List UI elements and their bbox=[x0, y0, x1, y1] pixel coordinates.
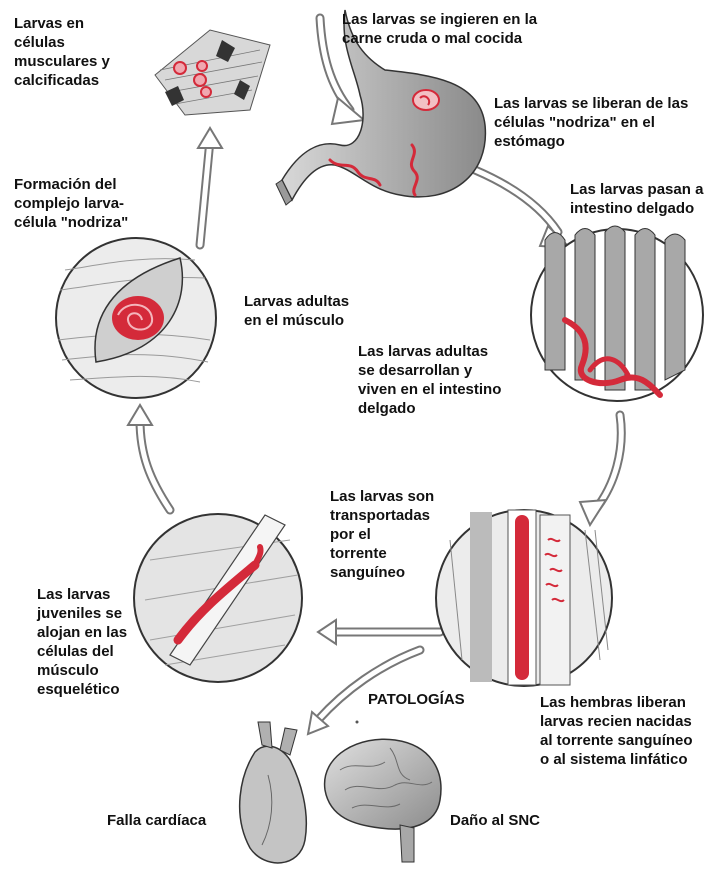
label-heart-failure: Falla cardíaca bbox=[107, 811, 206, 830]
label-juvenile-muscle: Las larvas juveniles se alojan en las cé… bbox=[37, 585, 127, 699]
brain-illustration bbox=[325, 739, 441, 862]
label-cns-damage: Daño al SNC bbox=[450, 811, 540, 830]
label-calcified: Larvas en células musculares y calcifica… bbox=[14, 14, 110, 90]
heart-illustration bbox=[240, 722, 307, 863]
small-intestine-circle bbox=[531, 226, 703, 401]
label-adults-muscle: Larvas adultas en el músculo bbox=[244, 292, 349, 330]
label-females-release: Las hembras liberan larvas recien nacida… bbox=[540, 693, 693, 769]
label-to-intestine: Las larvas pasan a intestino delgado bbox=[570, 180, 703, 218]
label-nurse-complex: Formación del complejo larva- célula "no… bbox=[14, 175, 128, 232]
label-pathologies: PATOLOGÍAS bbox=[368, 690, 465, 709]
skeletal-muscle-circle bbox=[134, 514, 302, 682]
label-ingestion: Las larvas se ingieren en la carne cruda… bbox=[342, 10, 537, 48]
arrow-stomach-to-intestine bbox=[475, 170, 558, 232]
arrow-pathologies bbox=[318, 650, 420, 720]
calcified-cells-illustration bbox=[155, 30, 270, 115]
label-stomach-release: Las larvas se liberan de las células "no… bbox=[494, 94, 688, 151]
muscle-nurse-cell-circle bbox=[56, 238, 216, 398]
label-adults-intestine: Las larvas adultas se desarrollan y vive… bbox=[358, 342, 501, 418]
label-bloodstream: Las larvas son transportadas por el torr… bbox=[330, 487, 434, 582]
blood-vessel-circle bbox=[436, 510, 612, 686]
